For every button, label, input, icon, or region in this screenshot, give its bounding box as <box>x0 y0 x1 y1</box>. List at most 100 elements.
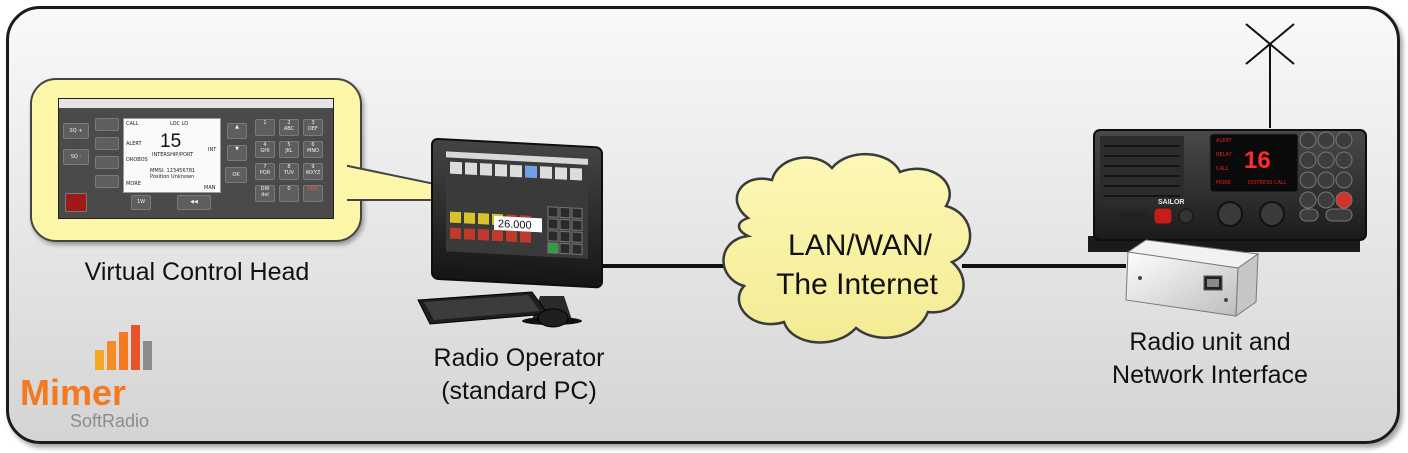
keypad-key: 6 MNO <box>303 141 323 158</box>
label-virtual-control-head: Virtual Control Head <box>84 258 310 286</box>
network-interface-box <box>1125 239 1260 317</box>
distress-button <box>65 193 87 212</box>
keyboard <box>417 291 549 325</box>
lcd-alert: ALERT <box>126 141 142 147</box>
ok-button: OK <box>225 167 247 183</box>
cloud-label-line1: LAN/WAN/ <box>788 229 933 262</box>
up-arrow-icon: ▲ <box>227 123 247 139</box>
screen-button <box>450 161 462 175</box>
screen-key <box>547 218 559 230</box>
lcd-man: MAN <box>204 185 216 191</box>
keypad-key: 2 ABC <box>279 119 299 136</box>
vch-title-bar <box>59 99 333 108</box>
screen-button <box>465 162 477 175</box>
screen-button <box>478 213 489 225</box>
lcd-mmsi: MMSI: 123456781 <box>150 168 196 174</box>
soft-key <box>95 137 119 150</box>
sq-minus-button: SQ - <box>63 149 89 165</box>
mouse <box>537 308 569 328</box>
screen-button <box>555 167 567 180</box>
radio-key <box>1299 208 1319 222</box>
keypad-key: 3 DEF <box>303 119 323 136</box>
keypad-key: 4 GHI <box>255 141 275 158</box>
screen-key <box>547 230 559 242</box>
radio-key <box>1317 131 1335 149</box>
svg-text:ALERT: ALERT <box>1216 138 1232 144</box>
radio-key <box>1325 208 1353 222</box>
svg-text:MORE: MORE <box>1216 180 1231 186</box>
screen-button <box>540 166 552 179</box>
keypad-key: 0 <box>279 185 299 202</box>
radio-key <box>1335 131 1353 149</box>
logo-word: Mimer <box>20 372 126 413</box>
power-button: 1W <box>131 195 151 210</box>
label-radio-unit: Radio unit and Network Interface <box>1112 328 1308 389</box>
screen-button <box>495 163 507 177</box>
lcd-loc-lo: LOC LO <box>170 121 189 127</box>
screen-key <box>559 230 571 243</box>
cloud-label-line2: The Internet <box>776 268 938 301</box>
radio-key <box>1317 171 1335 189</box>
screen-button <box>450 227 461 240</box>
screen-key <box>559 206 571 219</box>
screen-key <box>547 242 559 254</box>
soft-key <box>95 156 119 169</box>
svg-text:SAILOR: SAILOR <box>1158 199 1184 206</box>
vch-lcd: CALL LOC LO ALERT 15 INT INTERSHIP/PORT … <box>123 118 221 193</box>
screen-key <box>559 218 571 231</box>
monitor-readout: 26.000 <box>498 218 532 232</box>
vch-screenshot: SQ + SQ - CALL LOC LO ALERT 15 INT INTER… <box>58 98 334 219</box>
pc-monitor: 26.000 <box>431 137 603 325</box>
keypad-key: 8 TUV <box>279 163 299 180</box>
lcd-intership: INTERSHIP/PORT <box>152 152 194 158</box>
lcd-call: CALL <box>126 121 139 127</box>
keypad-key: 7 PQR <box>255 163 275 180</box>
keypad-key: 16/C <box>303 185 323 202</box>
svg-text:DISTRESS CALL: DISTRESS CALL <box>1248 180 1287 186</box>
screen-key <box>571 231 583 244</box>
lcd-more: MORE <box>126 181 141 187</box>
sq-plus-button: SQ + <box>63 123 89 139</box>
lcd-position: Position Unknown <box>150 174 195 180</box>
down-arrow-icon: ▼ <box>227 145 247 161</box>
radio-unit: ALERT RELAY CALL MORE DISTRESS CALL 16 S… <box>1088 129 1367 252</box>
lcd-int: INT <box>208 147 217 153</box>
radio-display-channel: 16 <box>1244 147 1271 174</box>
screen-button <box>520 231 531 243</box>
radio-key <box>1335 191 1353 209</box>
svg-text:CALL: CALL <box>1216 166 1229 172</box>
logo-subword: SoftRadio <box>70 411 149 431</box>
mimer-logo: Mimer SoftRadio <box>20 325 152 431</box>
radio-key <box>1299 131 1317 149</box>
screen-button <box>492 229 503 242</box>
screen-button <box>570 167 582 181</box>
keypad-key: 5 JKL <box>279 141 299 158</box>
radio-key <box>1317 191 1335 209</box>
network-cloud <box>722 153 972 344</box>
screen-key <box>571 243 583 256</box>
label-radio-operator: Radio Operator (standard PC) <box>433 344 605 405</box>
keypad-key: DW del <box>255 185 275 202</box>
radio-key <box>1335 171 1353 189</box>
radio-key <box>1299 151 1317 169</box>
svg-text:RELAY: RELAY <box>1216 152 1233 158</box>
radio-key <box>1317 151 1335 169</box>
lcd-channel: 15 <box>160 131 182 152</box>
screen-button <box>525 165 537 179</box>
screen-button <box>478 229 489 241</box>
keypad-key: 9 WXYZ <box>303 163 323 180</box>
screen-button <box>510 164 522 178</box>
radio-key <box>1299 171 1317 189</box>
screen-key <box>547 206 559 218</box>
screen-key <box>571 219 583 232</box>
soft-key <box>95 118 119 131</box>
rewind-icon: ◀◀ <box>177 195 211 210</box>
soft-key <box>95 175 119 188</box>
radio-key <box>1335 151 1353 169</box>
screen-key <box>571 207 583 220</box>
screen-button <box>464 212 475 224</box>
screen-button <box>506 230 517 243</box>
screen-button <box>450 211 461 224</box>
screen-button <box>464 228 475 240</box>
